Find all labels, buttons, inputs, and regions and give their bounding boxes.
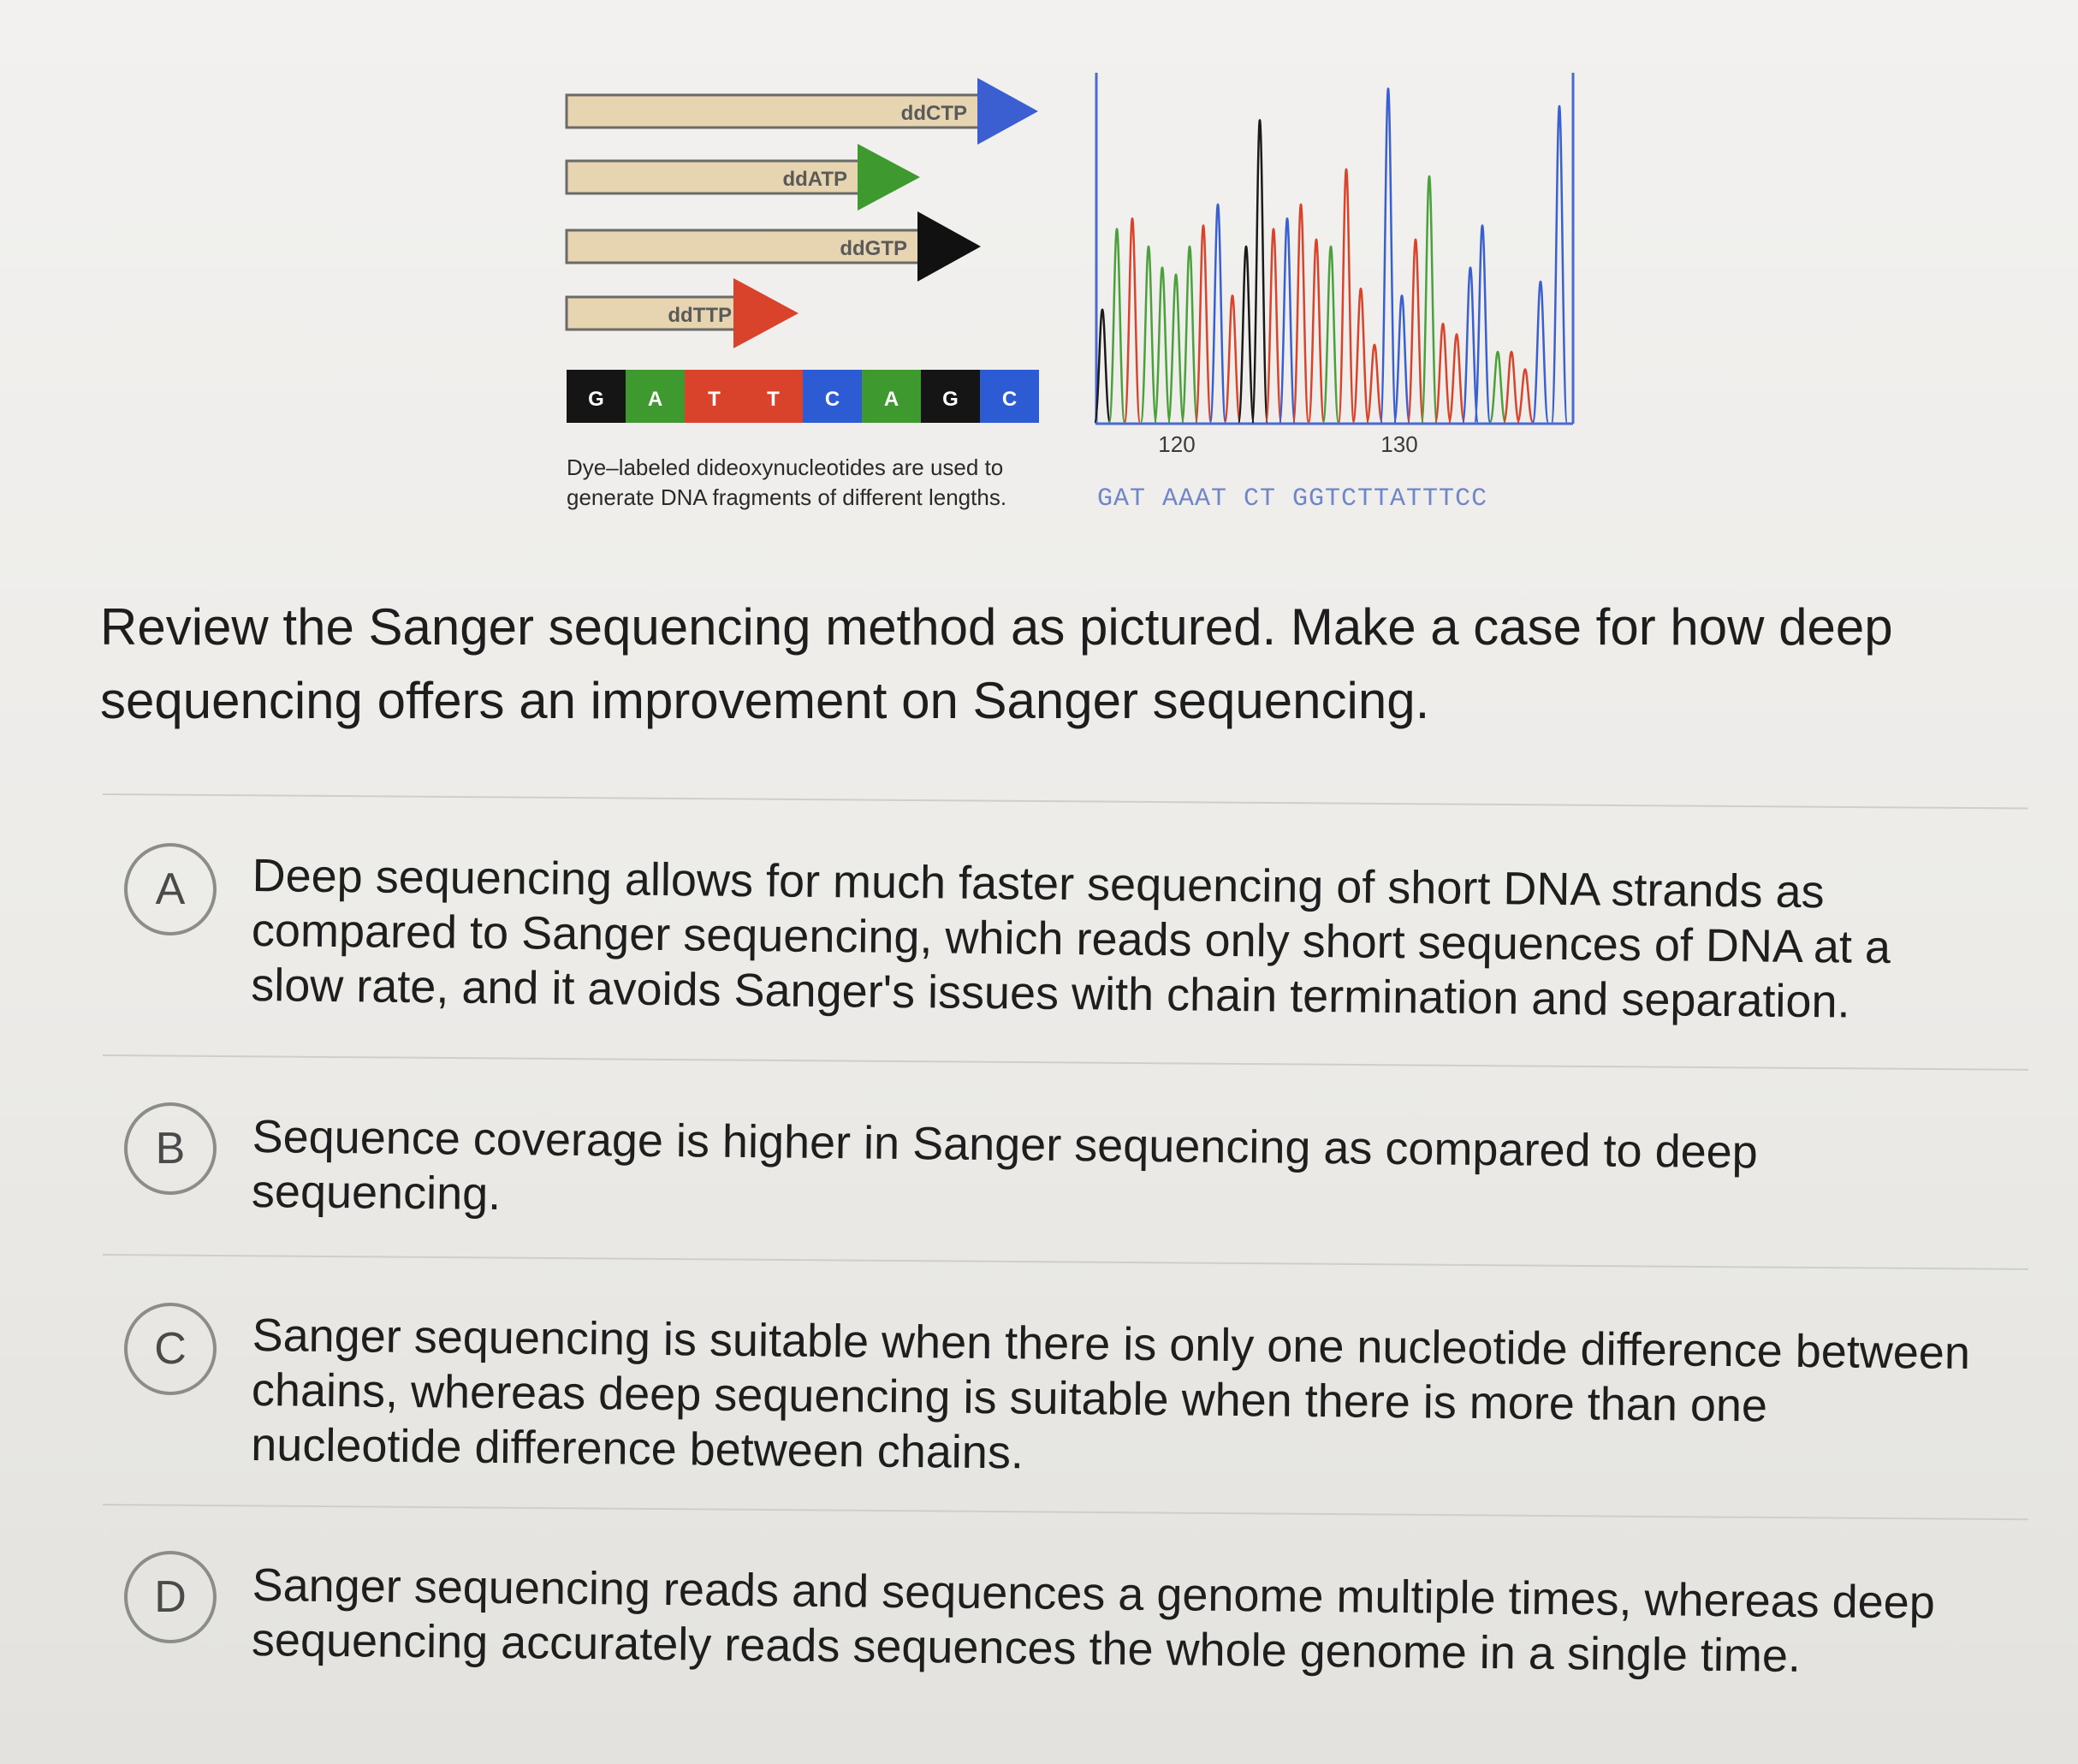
divider: [102, 1254, 2028, 1270]
option-letter-c[interactable]: C: [124, 1303, 217, 1395]
chromatogram-peak: [1461, 266, 1480, 424]
chromatogram-peak: [1223, 294, 1242, 424]
sequence-cell-base: T: [708, 388, 721, 411]
sequence-cell-base: G: [942, 388, 959, 411]
chromatogram-peak: [1307, 238, 1326, 424]
sequence-cell-base: A: [648, 388, 662, 411]
sequence-cell: [921, 370, 980, 423]
sequence-cell: [862, 370, 921, 423]
chromatogram-peak: [1123, 217, 1142, 424]
sequence-cell: [626, 370, 685, 423]
chromatogram-peak: [1516, 368, 1535, 424]
sequence-cell: [980, 370, 1039, 423]
sequence-cell-base: A: [884, 388, 899, 411]
fragment-arrowhead: [733, 278, 799, 348]
chromatogram-peak: [1194, 224, 1213, 424]
chromatogram-peak: [1420, 175, 1439, 424]
divider: [102, 1504, 2028, 1521]
fragment-label: ddTTP: [668, 304, 732, 327]
sequence-cell: [567, 370, 626, 423]
chromatogram-peak: [1250, 119, 1269, 424]
chromatogram-peak: [1392, 294, 1411, 424]
chromatogram-peak: [1093, 308, 1112, 424]
chromatogram-peak: [1264, 228, 1283, 424]
option-letter-b[interactable]: B: [124, 1102, 217, 1195]
chromatogram-peak: [1153, 266, 1172, 424]
chromatogram-peak: [1406, 238, 1425, 424]
option-letter-d[interactable]: D: [124, 1551, 217, 1643]
chromatogram-peak: [1434, 322, 1452, 424]
chromatogram-peak: [1291, 203, 1310, 424]
chromatogram-peak: [1473, 224, 1492, 424]
fragment-ddatp: ddATP: [565, 144, 920, 211]
chromatogram-peak: [1351, 287, 1370, 424]
option-letter-a[interactable]: A: [124, 843, 217, 935]
chromatogram-peak: [1237, 245, 1256, 424]
chromatogram-peak: [1278, 217, 1297, 424]
sequence-cell-base: C: [825, 388, 840, 411]
fragment-bar: [565, 159, 864, 195]
chromatogram-peak: [1531, 280, 1550, 424]
chromatogram-tick-120: 120: [1158, 431, 1195, 457]
chromatogram-peak: [1180, 245, 1199, 424]
sequence-cell: [685, 370, 744, 423]
chromatogram-sequence: GAT AAAT CT GGTCTTATTTCC: [1097, 484, 1487, 514]
sequence-cell-base: T: [767, 388, 780, 411]
figure-caption-line1: Dye–labeled dideoxynucleotides are used …: [567, 454, 1003, 480]
fragment-label: ddCTP: [901, 102, 967, 125]
chromatogram-peak: [1502, 350, 1521, 424]
question-text: Review the Sanger sequencing method as p…: [100, 598, 1893, 729]
chromatogram-peak: [1365, 343, 1384, 424]
option-text-c[interactable]: Sanger sequencing is suitable when there…: [251, 1309, 1971, 1479]
fragment-bar: [565, 93, 983, 129]
sequence-cell-base: C: [1002, 388, 1017, 411]
fragment-ddttp: ddTTP: [565, 278, 799, 348]
chromatogram-tick-130: 130: [1380, 431, 1417, 457]
chromatogram-peak: [1321, 245, 1340, 424]
fragment-ddgtp: ddGTP: [565, 211, 981, 282]
chromatogram-peak: [1139, 245, 1158, 424]
chromatogram-peak: [1379, 87, 1398, 424]
fragment-arrowhead: [977, 78, 1038, 145]
option-text-d[interactable]: Sanger sequencing reads and sequences a …: [251, 1559, 1936, 1682]
fragment-bar: [565, 229, 923, 264]
option-text-b[interactable]: Sequence coverage is higher in Sanger se…: [251, 1110, 1759, 1221]
chromatogram-peak: [1337, 168, 1356, 424]
fragment-label: ddATP: [782, 168, 847, 191]
sanger-figure-svg: ddCTP ddATP ddGTP ddTTP G A T T C A G C Dye–lab…: [565, 73, 1575, 514]
chromatogram-peak: [1447, 333, 1466, 424]
sequence-cell: [803, 370, 862, 423]
chromatogram-peak: [1488, 350, 1507, 424]
fragment-label: ddGTP: [840, 237, 907, 260]
chromatogram-peak: [1167, 273, 1185, 424]
sequence-cell-base: G: [588, 388, 604, 411]
divider: [102, 1054, 2028, 1071]
chromatogram-peak: [1550, 104, 1569, 424]
figure-caption-line2: generate DNA fragments of different leng…: [567, 484, 1006, 510]
chromatogram-peak: [1208, 203, 1227, 424]
chromatogram-peak: [1107, 228, 1126, 424]
sequence-cell: [744, 370, 803, 423]
fragment-arrowhead: [917, 211, 981, 282]
fragment-ddctp: ddCTP: [565, 78, 1038, 145]
sanger-figure: ddCTP ddATP ddGTP ddTTP G A T T C A G C Dye–lab…: [556, 21, 1583, 535]
option-text-a[interactable]: Deep sequencing allows for much faster s…: [251, 849, 1891, 1028]
chromatogram: [1093, 73, 1575, 425]
divider: [102, 793, 2028, 810]
fragment-arrowhead: [858, 144, 920, 211]
